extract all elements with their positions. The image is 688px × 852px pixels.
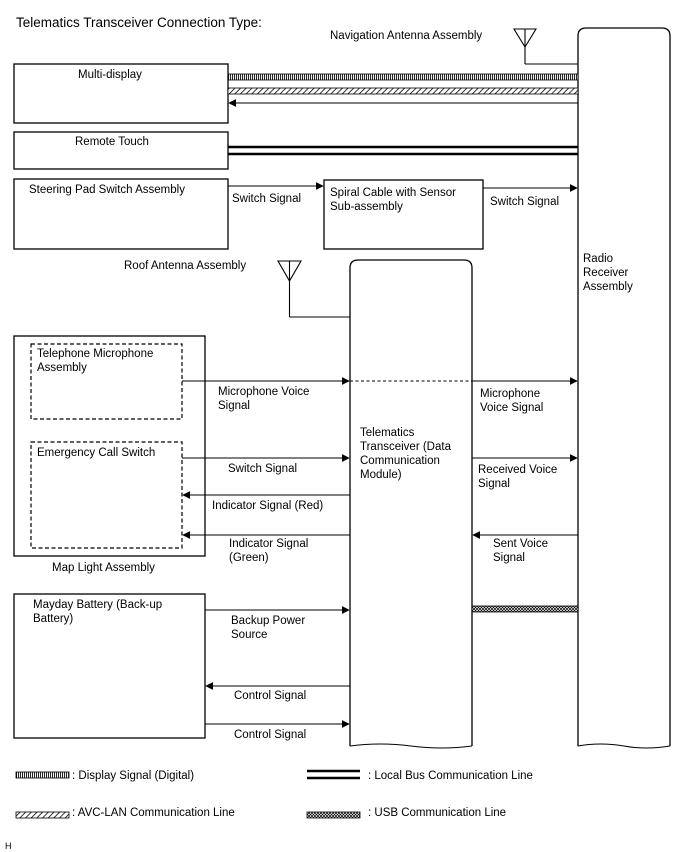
- received-voice-label-2: Signal: [478, 478, 510, 490]
- remote-touch-label: Remote Touch: [75, 136, 149, 148]
- roof-antenna-label: Roof Antenna Assembly: [124, 260, 246, 272]
- radio-receiver-label-3: Assembly: [583, 281, 633, 293]
- emergency-switch-signal-label: Switch Signal: [228, 463, 297, 475]
- telephone-microphone-label-1: Telephone Microphone: [37, 348, 153, 360]
- mic-voice-right-label-2: Voice Signal: [480, 402, 543, 414]
- multi-display-label: Multi-display: [78, 69, 142, 81]
- mic-voice-right-label-1: Microphone: [480, 388, 540, 400]
- spiral-cable-box: [323, 179, 484, 250]
- backup-power-label-2: Source: [231, 629, 267, 641]
- legend-display-signal-label: : Display Signal (Digital): [72, 770, 194, 782]
- mayday-battery-box: [13, 593, 206, 739]
- control-signal-label-2: Control Signal: [234, 729, 306, 741]
- legend-avc-lan-swatch: [15, 811, 70, 819]
- navigation-antenna-icon: [513, 28, 578, 65]
- legend-usb-label: : USB Communication Line: [368, 807, 506, 819]
- telematics-label-1: Telematics: [360, 427, 415, 439]
- indicator-green-label-2: (Green): [229, 552, 269, 564]
- mayday-battery-label-2: Battery): [33, 613, 73, 625]
- telematics-transceiver-box: [349, 259, 473, 746]
- sent-voice-label-1: Sent Voice: [493, 538, 548, 550]
- telematics-cut-edge: [349, 743, 473, 749]
- mayday-battery-label-1: Mayday Battery (Back-up: [33, 599, 162, 611]
- spiral-cable-label-2: Sub-assembly: [330, 201, 403, 213]
- display-signal-line: [227, 73, 579, 81]
- legend-avc-lan-label: : AVC-LAN Communication Line: [72, 807, 235, 819]
- roof-antenna-icon: [277, 260, 350, 318]
- backup-power-label-1: Backup Power: [231, 615, 305, 627]
- legend: : Display Signal (Digital) : Local Bus C…: [15, 769, 533, 819]
- mic-voice-left-label-1: Microphone Voice: [218, 386, 309, 398]
- map-light-box: [13, 335, 206, 557]
- page-title: Telematics Transceiver Connection Type:: [16, 15, 262, 30]
- multi-display-box: [13, 63, 229, 124]
- usb-line: [471, 605, 579, 613]
- emergency-call-switch-box: [30, 441, 183, 549]
- navigation-antenna-label: Navigation Antenna Assembly: [330, 30, 482, 42]
- spiral-switch-signal-label: Switch Signal: [490, 196, 559, 208]
- remote-touch-box: [13, 131, 229, 170]
- radio-receiver-label-1: Radio: [583, 253, 613, 265]
- emergency-call-switch-label: Emergency Call Switch: [37, 447, 155, 459]
- legend-local-bus-label: : Local Bus Communication Line: [368, 770, 533, 782]
- legend-usb-swatch: [306, 811, 361, 819]
- corner-mark: H: [5, 841, 12, 851]
- telematics-label-4: Module): [360, 469, 402, 481]
- steering-switch-signal-label: Switch Signal: [232, 193, 301, 205]
- sent-voice-label-2: Signal: [493, 552, 525, 564]
- telematics-label-2: Transceiver (Data: [360, 441, 452, 453]
- received-voice-label-1: Received Voice: [478, 464, 557, 476]
- radio-receiver-label-2: Receiver: [583, 267, 629, 279]
- radio-receiver-box: [577, 27, 671, 746]
- spiral-cable-label-1: Spiral Cable with Sensor: [330, 187, 456, 199]
- radio-receiver-cut-edge: [577, 743, 671, 749]
- control-signal-label-1: Control Signal: [234, 690, 306, 702]
- indicator-green-label-1: Indicator Signal: [229, 538, 308, 550]
- avc-lan-line: [227, 87, 579, 95]
- mic-voice-left-label-2: Signal: [218, 400, 250, 412]
- indicator-red-label: Indicator Signal (Red): [212, 500, 323, 512]
- map-light-label: Map Light Assembly: [52, 562, 155, 574]
- telematics-label-3: Communication: [360, 455, 440, 467]
- telephone-microphone-label-2: Assembly: [37, 362, 87, 374]
- legend-display-signal-swatch: [15, 771, 70, 779]
- steering-pad-box: [13, 178, 229, 250]
- steering-pad-label: Steering Pad Switch Assembly: [29, 184, 185, 196]
